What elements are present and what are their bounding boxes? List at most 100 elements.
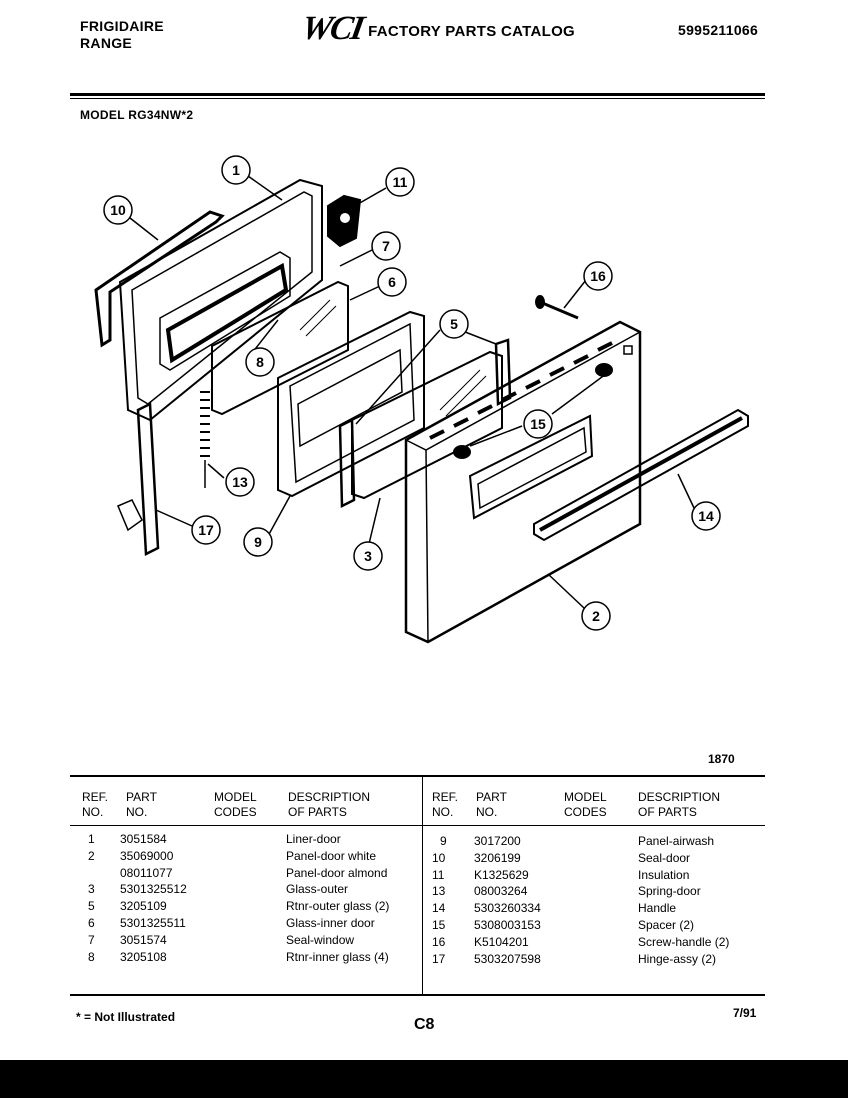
- wci-logo: WCI: [298, 10, 366, 47]
- header-description: DESCRIPTION OF PARTS: [288, 790, 371, 819]
- header-rule-thin: [70, 98, 765, 99]
- ref-cell: 11: [432, 867, 445, 882]
- glass-outer-part: [338, 338, 512, 508]
- ref-cell: 9: [440, 834, 447, 848]
- part-cell: 3051574: [120, 932, 167, 947]
- leader-lines: [129, 175, 695, 609]
- spring-door-part: [200, 391, 210, 488]
- part-cell: 08003264: [474, 884, 528, 899]
- header-part-no: PART NO.: [126, 790, 157, 819]
- exploded-parts-diagram: 1 10 11 7 6 16 5 8 15 13 14 17 9 3 2: [94, 155, 749, 644]
- spacer-parts: [453, 363, 613, 459]
- part-cell: 3206199: [474, 850, 521, 865]
- scan-bottom-band: [0, 1060, 848, 1098]
- part-cell: 5301325512: [120, 882, 187, 897]
- description-cell: Liner-door: [286, 832, 341, 846]
- ref-cell: 3: [88, 882, 95, 897]
- header-ref-no-right: REF. NO.: [432, 790, 459, 819]
- header-part-no-right: PART NO.: [476, 790, 507, 819]
- glass-inner-door-part: [211, 280, 349, 416]
- part-cell: K5104201: [474, 934, 529, 949]
- callout-2: 2: [592, 608, 600, 624]
- description-cell: Panel-airwash: [638, 834, 715, 848]
- table-bottom-rule: [70, 994, 765, 996]
- description-cell: Spring-door: [638, 884, 701, 899]
- hinge-part: [117, 402, 160, 556]
- brand-name: FRIGIDAIRE RANGE: [80, 18, 164, 52]
- callout-13: 13: [232, 474, 248, 490]
- part-cell: 3205108: [120, 949, 167, 964]
- part-cell: 3051584: [120, 832, 167, 846]
- callout-17: 17: [198, 522, 214, 538]
- header-model-codes-right: MODEL CODES: [564, 790, 607, 819]
- description-cell: Rtnr-inner glass (4): [286, 949, 389, 964]
- brand-line-1: FRIGIDAIRE: [80, 18, 164, 34]
- callout-10: 10: [110, 202, 126, 218]
- part-cell: 5301325511: [120, 915, 186, 930]
- description-cell: Panel-door almond: [286, 865, 388, 880]
- ref-cell: 10: [432, 850, 446, 865]
- callout-14: 14: [698, 508, 714, 524]
- description-cell: Handle: [638, 901, 677, 916]
- insulation-part: [327, 194, 362, 248]
- callout-5: 5: [450, 316, 458, 332]
- table-top-rule: [70, 775, 765, 777]
- callout-6: 6: [388, 274, 396, 290]
- part-cell: K1325629: [474, 867, 529, 882]
- callout-15: 15: [530, 416, 546, 432]
- ref-cell: 1: [88, 832, 95, 846]
- description-cell: Spacer (2): [638, 917, 695, 932]
- liner-door-part: [118, 178, 323, 422]
- description-cell: Seal-window: [286, 932, 355, 947]
- description-cell: Rtnr-outer glass (2): [286, 899, 390, 914]
- figure-number: 1870: [708, 752, 735, 766]
- callout-3: 3: [364, 548, 372, 564]
- ref-cell: 7: [88, 932, 95, 947]
- model-label: MODEL RG34NW*2: [80, 108, 194, 122]
- part-cell: 35069000: [120, 848, 174, 863]
- panel-door-part: [404, 320, 642, 644]
- ref-cell: 15: [432, 917, 446, 932]
- part-cell: 08011077: [120, 865, 173, 880]
- handle-part: [533, 408, 749, 542]
- brand-line-2: RANGE: [80, 35, 133, 51]
- table-column-divider: [422, 777, 423, 994]
- panel-airwash-part: [277, 310, 425, 498]
- ref-cell: 2: [88, 848, 95, 863]
- ref-cell: 13: [432, 884, 446, 899]
- callout-circles: [103, 155, 721, 631]
- ref-cell: 6: [88, 915, 95, 930]
- part-cell: 5308003153: [474, 917, 541, 932]
- description-cell: Seal-door: [638, 850, 691, 865]
- ref-cell: 5: [88, 899, 95, 914]
- ref-cell: 8: [88, 949, 95, 964]
- description-cell: Hinge-assy (2): [638, 951, 717, 966]
- header-model-codes: MODEL CODES: [214, 790, 257, 819]
- part-cell: 5303260334: [474, 901, 541, 916]
- description-cell: Panel-door white: [286, 848, 377, 863]
- page-number: C8: [414, 1016, 435, 1033]
- catalog-title: FACTORY PARTS CATALOG: [368, 22, 575, 40]
- catalog-header: WCI FACTORY PARTS CATALOG: [298, 10, 575, 47]
- callout-11: 11: [393, 174, 408, 190]
- part-cell: 5303207598: [474, 951, 541, 966]
- catalog-number: 5995211066: [678, 22, 759, 38]
- table-header-rule: [70, 825, 765, 826]
- part-cell: 3205109: [120, 899, 167, 914]
- callout-1: 1: [232, 162, 240, 178]
- description-cell: Screw-handle (2): [638, 934, 730, 949]
- catalog-date: 7/91: [733, 1006, 757, 1020]
- callout-7: 7: [382, 238, 390, 254]
- ref-cell: 14: [432, 901, 446, 916]
- not-illustrated-note: * = Not Illustrated: [76, 1010, 176, 1024]
- description-cell: Glass-inner door: [286, 915, 375, 930]
- callout-labels: 1 10 11 7 6 16 5 8 15 13 14 17 9 3 2: [110, 162, 714, 624]
- ref-cell: 16: [432, 934, 446, 949]
- part-cell: 3017200: [474, 834, 521, 848]
- ref-cell: 17: [432, 951, 446, 966]
- description-cell: Glass-outer: [286, 882, 349, 897]
- callout-8: 8: [256, 354, 264, 370]
- callout-16: 16: [590, 268, 606, 284]
- seal-door-part: [94, 210, 225, 348]
- screw-handle-part: [535, 295, 579, 320]
